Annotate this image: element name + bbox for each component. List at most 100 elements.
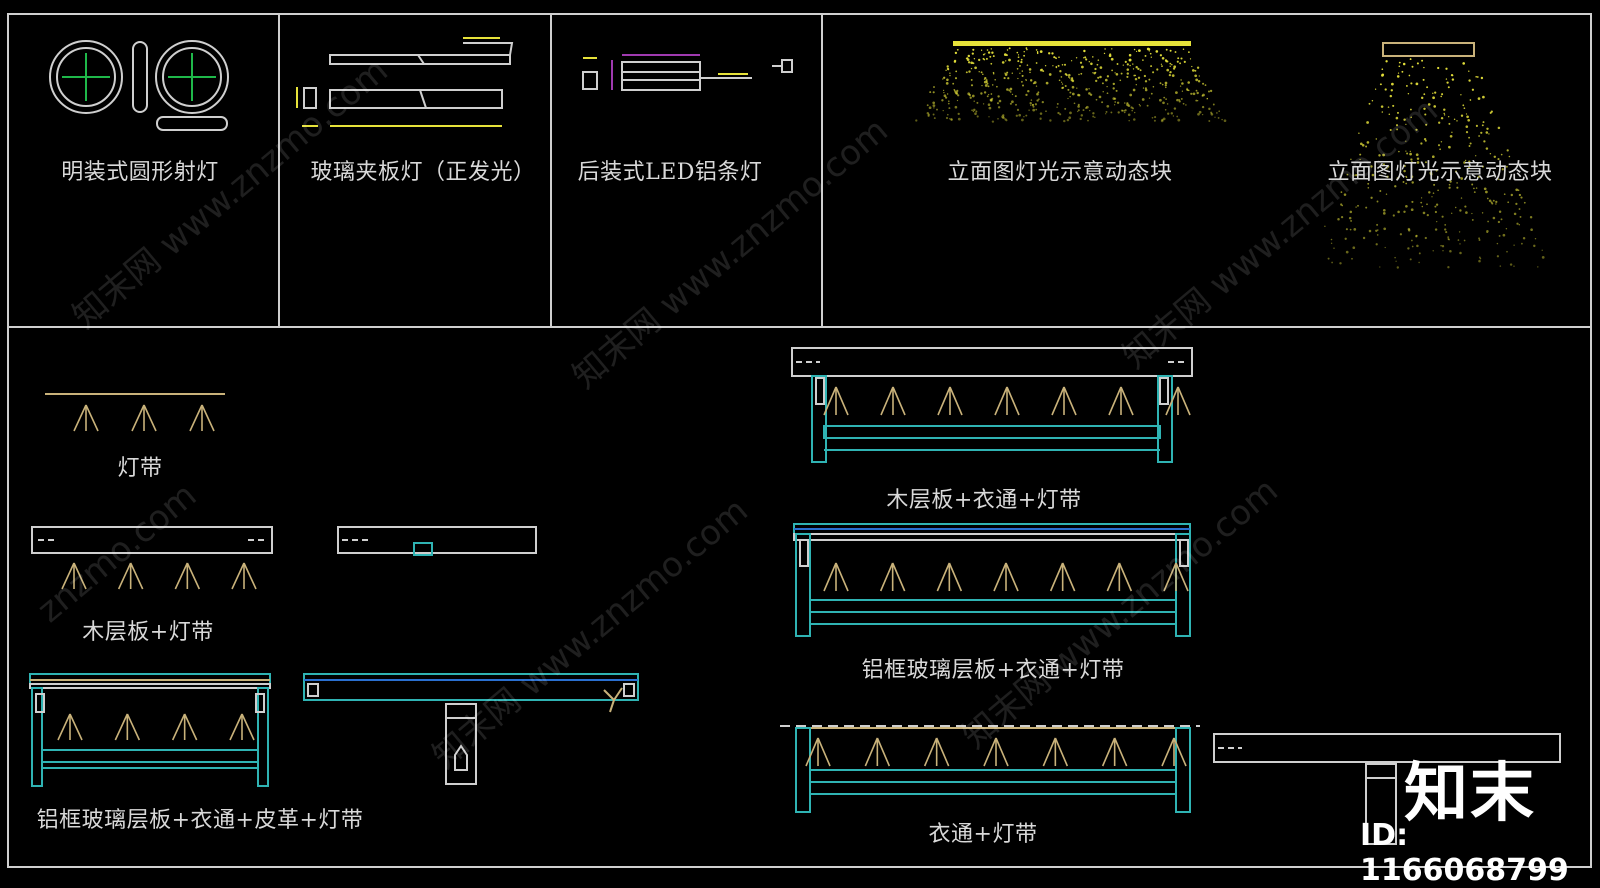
light-dot (1005, 119, 1008, 122)
light-dot (988, 106, 992, 110)
light-dot (1029, 79, 1033, 82)
light-dot (1375, 138, 1378, 140)
light-dot (1352, 174, 1355, 177)
light-dot (1478, 239, 1481, 241)
light-dot (1416, 244, 1419, 248)
light-ray-fan (1051, 386, 1077, 416)
light-dot (1440, 244, 1442, 247)
light-dot (1403, 164, 1406, 168)
glass-clamp-light-symbol (296, 37, 514, 127)
light-dot (1493, 155, 1497, 159)
light-dot (1477, 97, 1481, 100)
light-dot (1172, 115, 1175, 117)
light-dot (1036, 92, 1039, 96)
light-dot (1505, 165, 1508, 168)
light-dot (1011, 72, 1013, 74)
light-dot (1139, 105, 1141, 107)
light-dot (1035, 62, 1038, 64)
light-dot (1016, 51, 1019, 54)
light-dot (1398, 61, 1401, 64)
light-dot (1465, 211, 1468, 214)
light-dot (1346, 173, 1349, 176)
light-dot (965, 57, 968, 60)
light-ray-fan (823, 386, 849, 416)
light-dot (1068, 116, 1072, 120)
light-dot (1518, 193, 1522, 197)
light-dot (1129, 64, 1131, 67)
label-glass-clamp-light: 玻璃夹板灯（正发光） (310, 160, 536, 185)
light-dot (1083, 49, 1086, 53)
light-dot (1124, 102, 1126, 104)
light-dot (1159, 54, 1163, 57)
light-dot (942, 78, 944, 80)
light-dot (987, 85, 990, 88)
light-dot (1173, 65, 1177, 69)
light-dot (1038, 98, 1040, 100)
light-dot (952, 82, 955, 85)
light-dot (1447, 236, 1450, 238)
light-dot (1365, 206, 1368, 209)
light-dot (992, 55, 995, 58)
light-dot (1473, 187, 1475, 190)
light-dot (986, 82, 989, 85)
light-dot (1196, 99, 1199, 102)
light-ray-fan (937, 386, 963, 416)
light-dot (1471, 88, 1475, 91)
light-dot (1466, 115, 1469, 119)
light-dot (1477, 175, 1481, 179)
light-dot (1208, 90, 1210, 93)
light-dot (1105, 113, 1107, 115)
light-dot (1095, 98, 1098, 101)
light-dot (1161, 65, 1163, 67)
light-dot (1487, 220, 1489, 223)
light-dot (1386, 168, 1388, 170)
light-dot (1507, 201, 1510, 204)
light-dot (1149, 52, 1152, 55)
light-dot (1390, 89, 1393, 92)
light-dot (969, 96, 972, 99)
light-dot (1021, 74, 1024, 77)
light-dot (1423, 66, 1425, 69)
light-dot (1120, 72, 1123, 75)
light-dot (1195, 99, 1198, 102)
light-dot (1330, 242, 1333, 244)
light-dot (1497, 126, 1501, 130)
light-dot (1169, 49, 1172, 52)
light-dot (1465, 113, 1468, 115)
light-dot (1438, 121, 1441, 124)
light-dot (1337, 217, 1340, 221)
light-dot (1160, 63, 1163, 65)
light-dot (1130, 106, 1133, 109)
light-ray-fan (189, 404, 215, 432)
light-dot (1181, 82, 1184, 85)
light-dot (1415, 82, 1419, 86)
light-dot (1407, 227, 1411, 231)
light-dot (1172, 67, 1176, 70)
light-dot (1497, 178, 1500, 180)
light-dot (949, 74, 951, 77)
light-dot (1197, 80, 1201, 83)
light-dot (1403, 169, 1406, 173)
light-dot (1021, 118, 1024, 122)
light-dot (1005, 54, 1008, 57)
light-dot (1473, 191, 1476, 194)
light-dot (1471, 218, 1474, 221)
light-ray-fan (805, 737, 831, 767)
light-dot (1032, 108, 1036, 112)
light-dot (1089, 93, 1093, 96)
light-dot (1120, 109, 1124, 112)
light-dot (1077, 93, 1080, 97)
light-dot (1217, 116, 1220, 119)
light-dot (1102, 91, 1104, 93)
light-dot (1017, 56, 1020, 59)
light-dot (1357, 173, 1359, 175)
light-dot (1396, 75, 1400, 78)
light-dot (1021, 81, 1023, 83)
light-dot (1499, 265, 1502, 267)
light-dot (1402, 181, 1405, 183)
light-dot (1502, 233, 1506, 237)
light-dot (1530, 228, 1533, 231)
light-dot (1426, 203, 1428, 206)
light-dot (1447, 237, 1450, 240)
light-dot (1375, 229, 1378, 232)
